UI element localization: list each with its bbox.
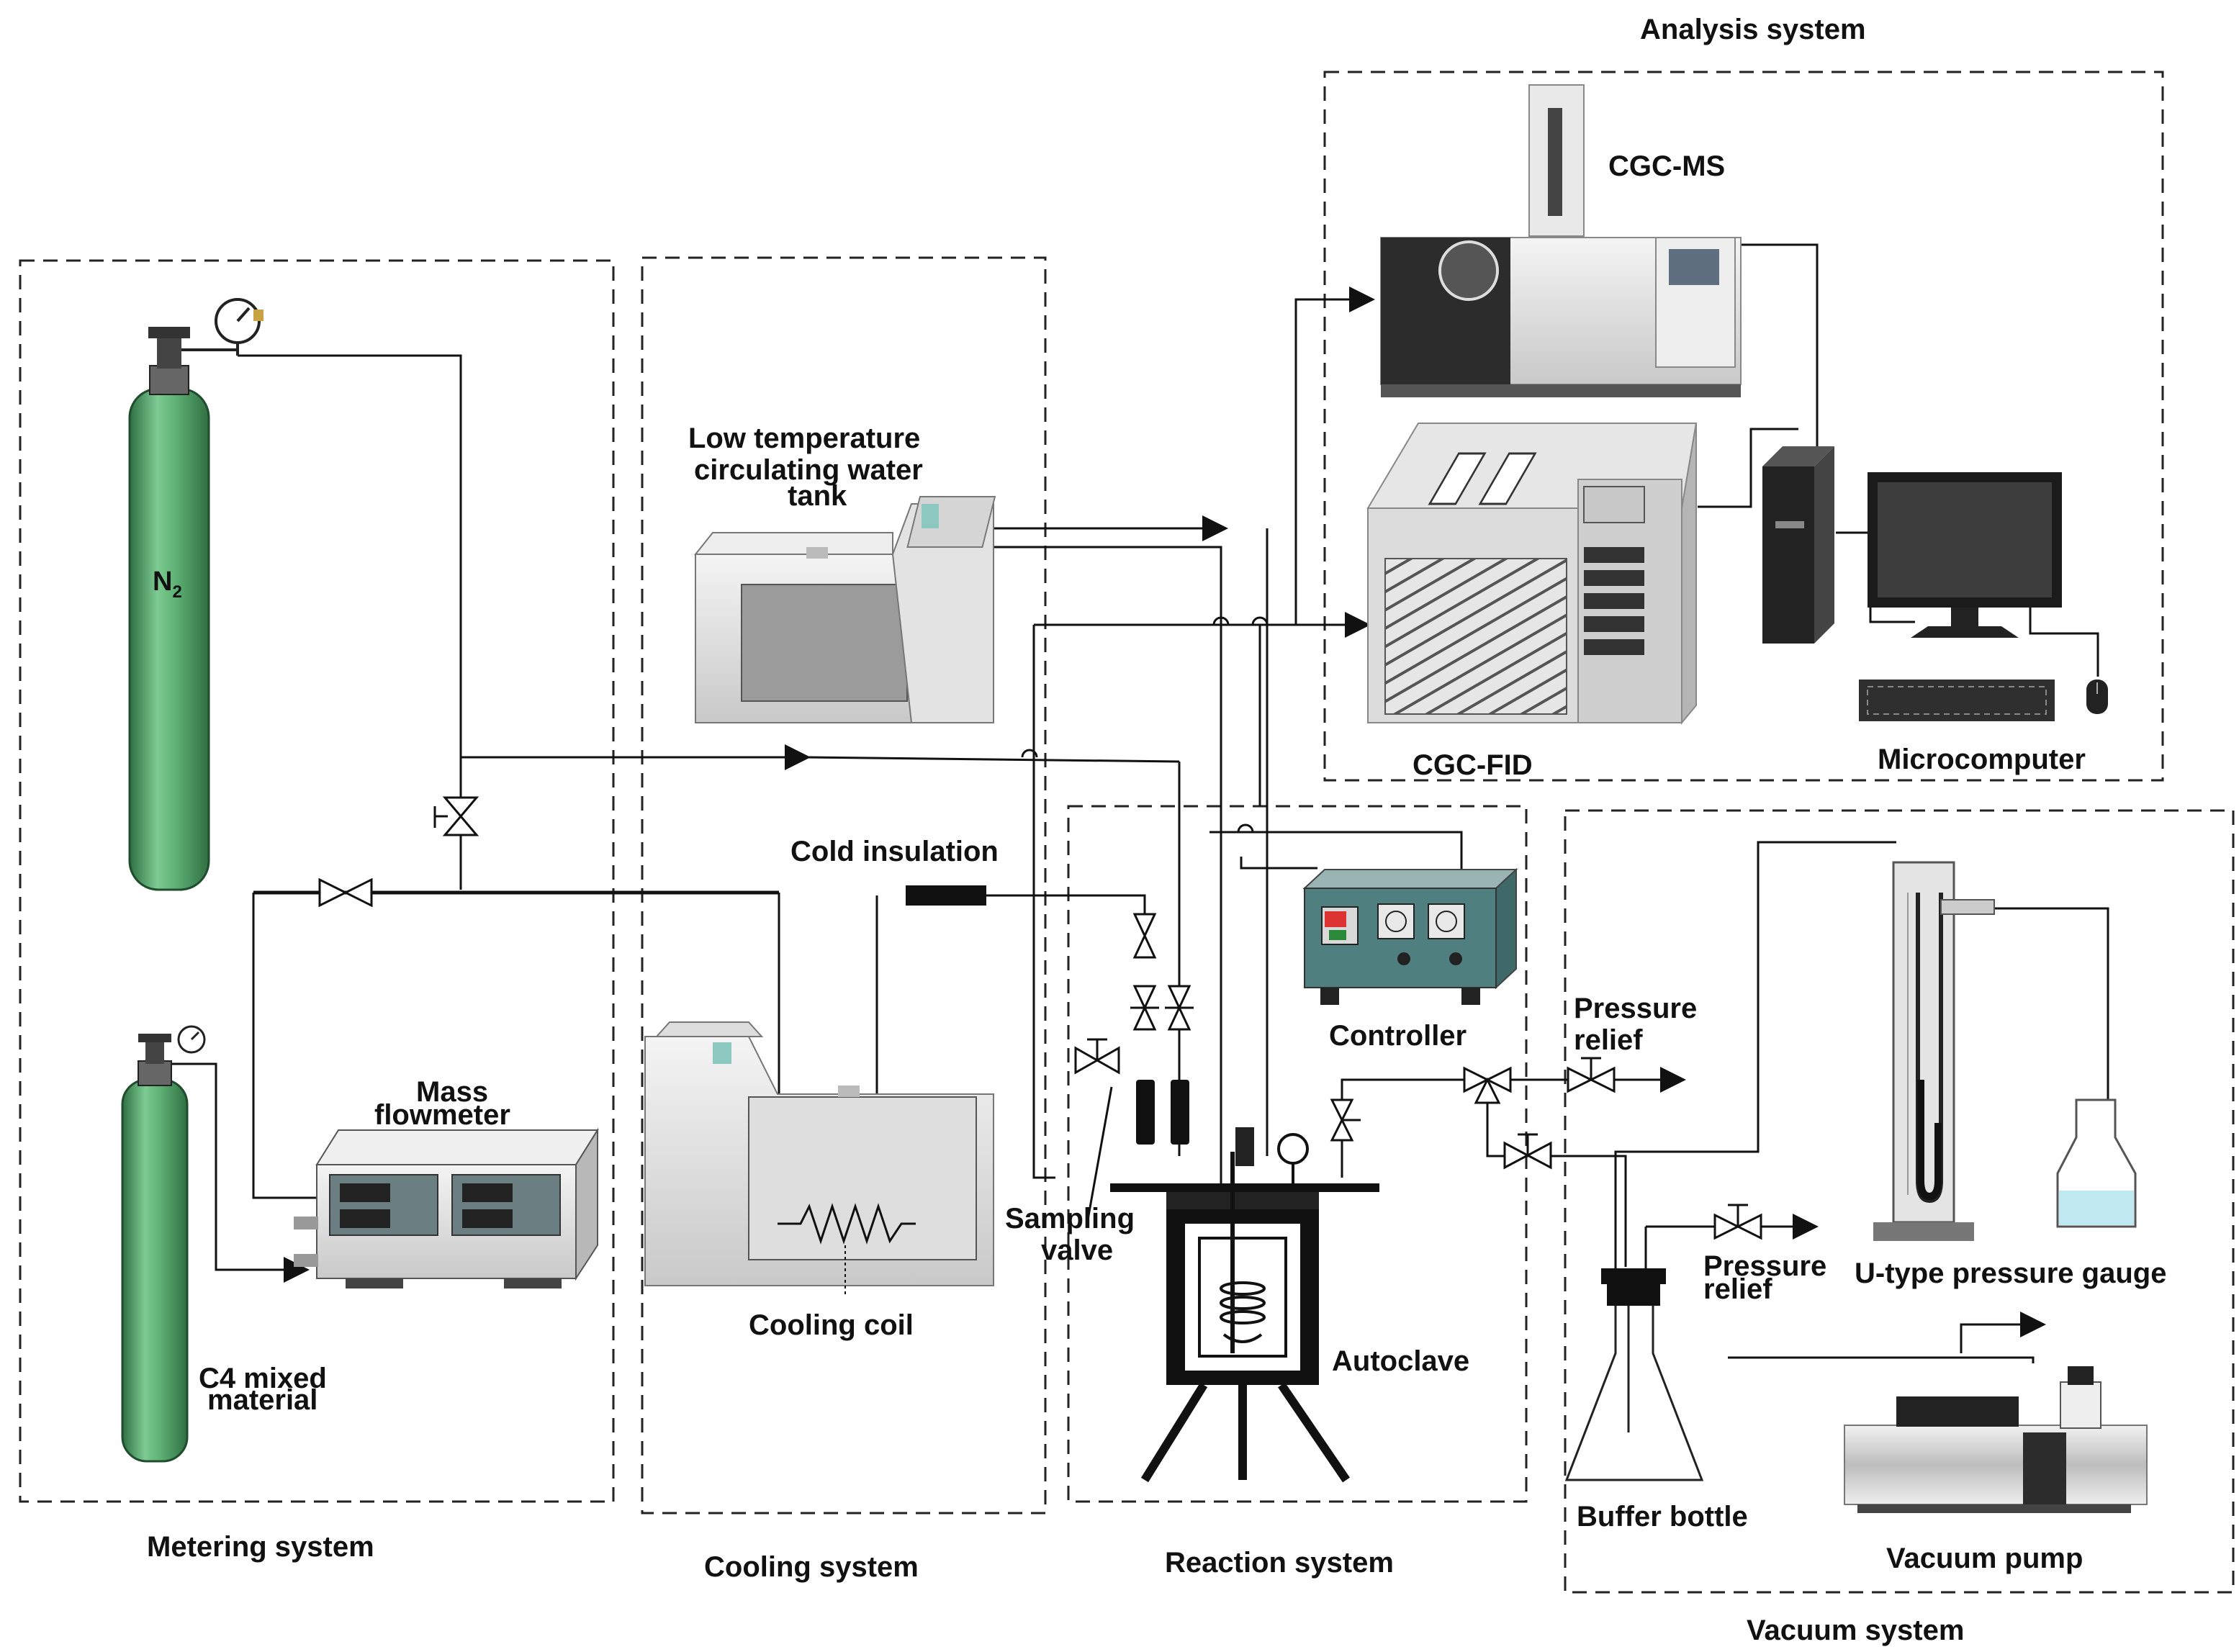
- metering-system-label: Metering system: [147, 1531, 374, 1563]
- low-temperature-water-tank: [693, 496, 996, 723]
- vacuum-line-valve: [1503, 1133, 1552, 1170]
- mass-flowmeter-label-2: flowmeter: [374, 1099, 510, 1131]
- pressure-relief-1-label-2: relief: [1574, 1024, 1643, 1056]
- vacuum-pump-label: Vacuum pump: [1886, 1543, 2083, 1574]
- reaction-system-box: [1067, 805, 1528, 1503]
- mass-flowmeter: [294, 1127, 599, 1288]
- feed-valve-2: [1130, 985, 1159, 1031]
- controller: [1302, 867, 1518, 1005]
- microcomputer-label: Microcomputer: [1878, 744, 2086, 775]
- analysis-system-box: [1323, 71, 2164, 782]
- cooling-coil-label: Cooling coil: [749, 1309, 914, 1341]
- autoclave: [1110, 1127, 1379, 1483]
- reaction-system-label: Reaction system: [1165, 1547, 1394, 1579]
- sampling-valve: [1074, 1038, 1120, 1224]
- c4-label-1: C4 mixed: [199, 1363, 327, 1394]
- computer-monitor: [1868, 472, 2062, 638]
- cgc-ms-instrument: [1380, 84, 1742, 397]
- pressure-relief-valve-1: [1567, 1057, 1616, 1093]
- c4-check-valve: [318, 877, 373, 908]
- n2-pressure-gauge-icon: [215, 298, 263, 356]
- autoclave-label: Autoclave: [1332, 1345, 1469, 1377]
- piping: [154, 243, 2121, 1363]
- valves: [318, 796, 1762, 1240]
- u-type-pressure-gauge: [1873, 861, 1995, 1241]
- n2-shutoff-valve: [433, 796, 479, 836]
- vacuum-system-label: Vacuum system: [1747, 1615, 1964, 1646]
- u-gauge-label: U-type pressure gauge: [1855, 1258, 2166, 1289]
- buffer-bottle: [1564, 1268, 1704, 1481]
- cold-insulation-icon: [906, 885, 986, 906]
- feed-valve-3: [1165, 985, 1194, 1031]
- metering-system-box: [19, 259, 615, 1503]
- mass-flowmeter-label-1: Mass: [416, 1076, 488, 1108]
- n2-label: N2: [153, 567, 182, 602]
- cgc-fid-instrument: [1366, 423, 1698, 725]
- controller-label: Controller: [1329, 1020, 1467, 1052]
- liquid-bottle: [2056, 1098, 2137, 1228]
- vacuum-pump: [1844, 1366, 2148, 1513]
- cooling-coil-icon: [778, 1203, 916, 1296]
- autoclave-vent-valve: [1330, 1098, 1361, 1142]
- mouse-icon: [2086, 680, 2108, 714]
- pressure-relief-valve-2: [1713, 1204, 1762, 1240]
- cooling-system-label: Cooling system: [704, 1551, 919, 1583]
- water-tank-label-1: Low temperature: [688, 423, 920, 454]
- n2-cylinder: [128, 327, 238, 891]
- cgc-ms-label: CGC-MS: [1608, 150, 1725, 182]
- cooling-bath: [644, 1021, 994, 1286]
- pressure-relief-1-label-1: Pressure: [1574, 993, 1697, 1024]
- keyboard-icon: [1859, 680, 2055, 721]
- vacuum-system-box: [1564, 809, 2235, 1594]
- feed-valve-1: [1132, 913, 1157, 959]
- pressure-relief-2-label-1: Pressure: [1703, 1250, 1826, 1282]
- sampling-valve-label-1: Sampling: [1005, 1203, 1135, 1235]
- buffer-bottle-label: Buffer bottle: [1577, 1501, 1748, 1533]
- sampling-tubes: [1136, 1080, 1189, 1145]
- water-tank-label-3: tank: [788, 480, 847, 512]
- c4-label-2: material: [207, 1384, 317, 1416]
- cgc-fid-label: CGC-FID: [1413, 749, 1533, 781]
- c4-pressure-gauge-icon: [177, 1025, 206, 1054]
- sampling-valve-label-2: valve: [1041, 1235, 1113, 1266]
- three-way-valve: [1463, 1066, 1512, 1104]
- cold-insulation-label: Cold insulation: [790, 836, 999, 867]
- pressure-relief-2-label-2: relief: [1703, 1273, 1772, 1305]
- water-tank-label-2: circulating water: [694, 454, 923, 486]
- analysis-system-label: Analysis system: [1640, 14, 1866, 45]
- c4-cylinder: [121, 1034, 189, 1463]
- computer-tower: [1762, 446, 1834, 644]
